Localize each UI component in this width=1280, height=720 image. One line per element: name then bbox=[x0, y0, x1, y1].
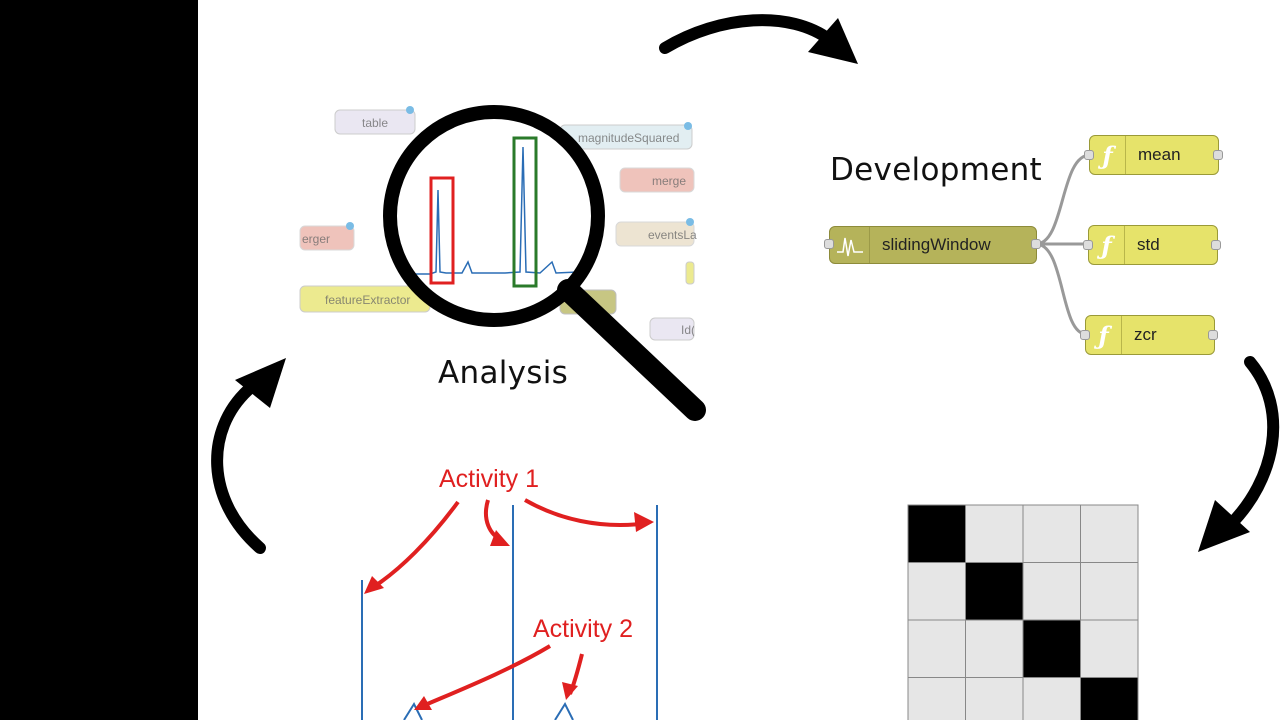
cycle-arrowhead-left bbox=[235, 358, 286, 408]
activity-arrowheads bbox=[364, 512, 654, 710]
matrix-cell bbox=[1080, 562, 1139, 621]
zcr-output-port[interactable] bbox=[1208, 330, 1218, 340]
node-wires bbox=[1035, 153, 1091, 336]
matrix-cell bbox=[1022, 619, 1081, 678]
magnifier-rim bbox=[383, 105, 605, 327]
bg-node-table: table bbox=[362, 116, 389, 130]
cycle-arrowhead-top bbox=[808, 18, 858, 64]
matrix-cell bbox=[1080, 677, 1139, 720]
matrix-cell bbox=[1022, 504, 1081, 563]
magnifier-handle bbox=[557, 279, 706, 421]
bg-node-merge: merge bbox=[652, 174, 687, 188]
matrix-cell bbox=[907, 504, 966, 563]
cycle-arrow-top bbox=[659, 14, 836, 54]
zcr-node[interactable]: ƒ zcr bbox=[1085, 315, 1215, 355]
highlight-box-red bbox=[429, 176, 455, 285]
std-node[interactable]: ƒ std bbox=[1088, 225, 1218, 265]
matrix-cell bbox=[907, 677, 966, 720]
analysis-label: Analysis bbox=[438, 355, 569, 391]
sliding-window-input-port[interactable] bbox=[824, 239, 834, 249]
matrix-cell bbox=[1022, 562, 1081, 621]
cycle-arrow-right bbox=[1224, 356, 1280, 531]
zcr-label: zcr bbox=[1134, 325, 1157, 344]
matrix-cell bbox=[965, 562, 1024, 621]
sliding-window-node[interactable]: slidingWindow bbox=[829, 226, 1037, 264]
activity-arrows bbox=[370, 498, 641, 707]
mean-node[interactable]: ƒ mean bbox=[1089, 135, 1219, 175]
matrix-cell bbox=[1080, 504, 1139, 563]
matrix-cell bbox=[1080, 619, 1139, 678]
bg-node-feature: featureExtractor bbox=[325, 293, 411, 307]
mean-output-port[interactable] bbox=[1213, 150, 1223, 160]
wave-icon bbox=[830, 227, 870, 263]
activity-2-label: Activity 2 bbox=[533, 615, 634, 643]
activity-1-label: Activity 1 bbox=[439, 465, 540, 493]
bg-node-events: eventsLa bbox=[648, 228, 697, 242]
std-input-port[interactable] bbox=[1083, 240, 1093, 250]
black-sidebar bbox=[0, 0, 198, 720]
matrix-cell bbox=[907, 619, 966, 678]
development-label: Development bbox=[830, 152, 1042, 188]
function-icon: ƒ bbox=[1089, 226, 1125, 264]
bg-node-magnitude: magnitudeSquared bbox=[578, 131, 680, 145]
highlight-box-green bbox=[512, 136, 538, 288]
signal-trace bbox=[410, 146, 579, 275]
zcr-input-port[interactable] bbox=[1080, 330, 1090, 340]
sliding-window-label: slidingWindow bbox=[882, 235, 991, 254]
std-label: std bbox=[1137, 235, 1160, 254]
sliding-window-output-port[interactable] bbox=[1031, 239, 1041, 249]
function-icon: ƒ bbox=[1090, 136, 1126, 174]
bg-node-merger: erger bbox=[302, 232, 331, 246]
mean-label: mean bbox=[1138, 145, 1181, 164]
matrix-cell bbox=[965, 677, 1024, 720]
matrix-cell bbox=[965, 619, 1024, 678]
cycle-arrow-left bbox=[211, 384, 266, 554]
std-output-port[interactable] bbox=[1211, 240, 1221, 250]
cycle-arrowhead-right bbox=[1198, 500, 1250, 552]
matrix-cell bbox=[965, 504, 1024, 563]
function-icon: ƒ bbox=[1086, 316, 1122, 354]
confusion-matrix bbox=[907, 504, 1139, 720]
activity-signal-plot bbox=[361, 505, 658, 720]
matrix-cell bbox=[907, 562, 966, 621]
matrix-cell bbox=[1022, 677, 1081, 720]
mean-input-port[interactable] bbox=[1084, 150, 1094, 160]
bg-node-id: Id( bbox=[681, 323, 694, 337]
